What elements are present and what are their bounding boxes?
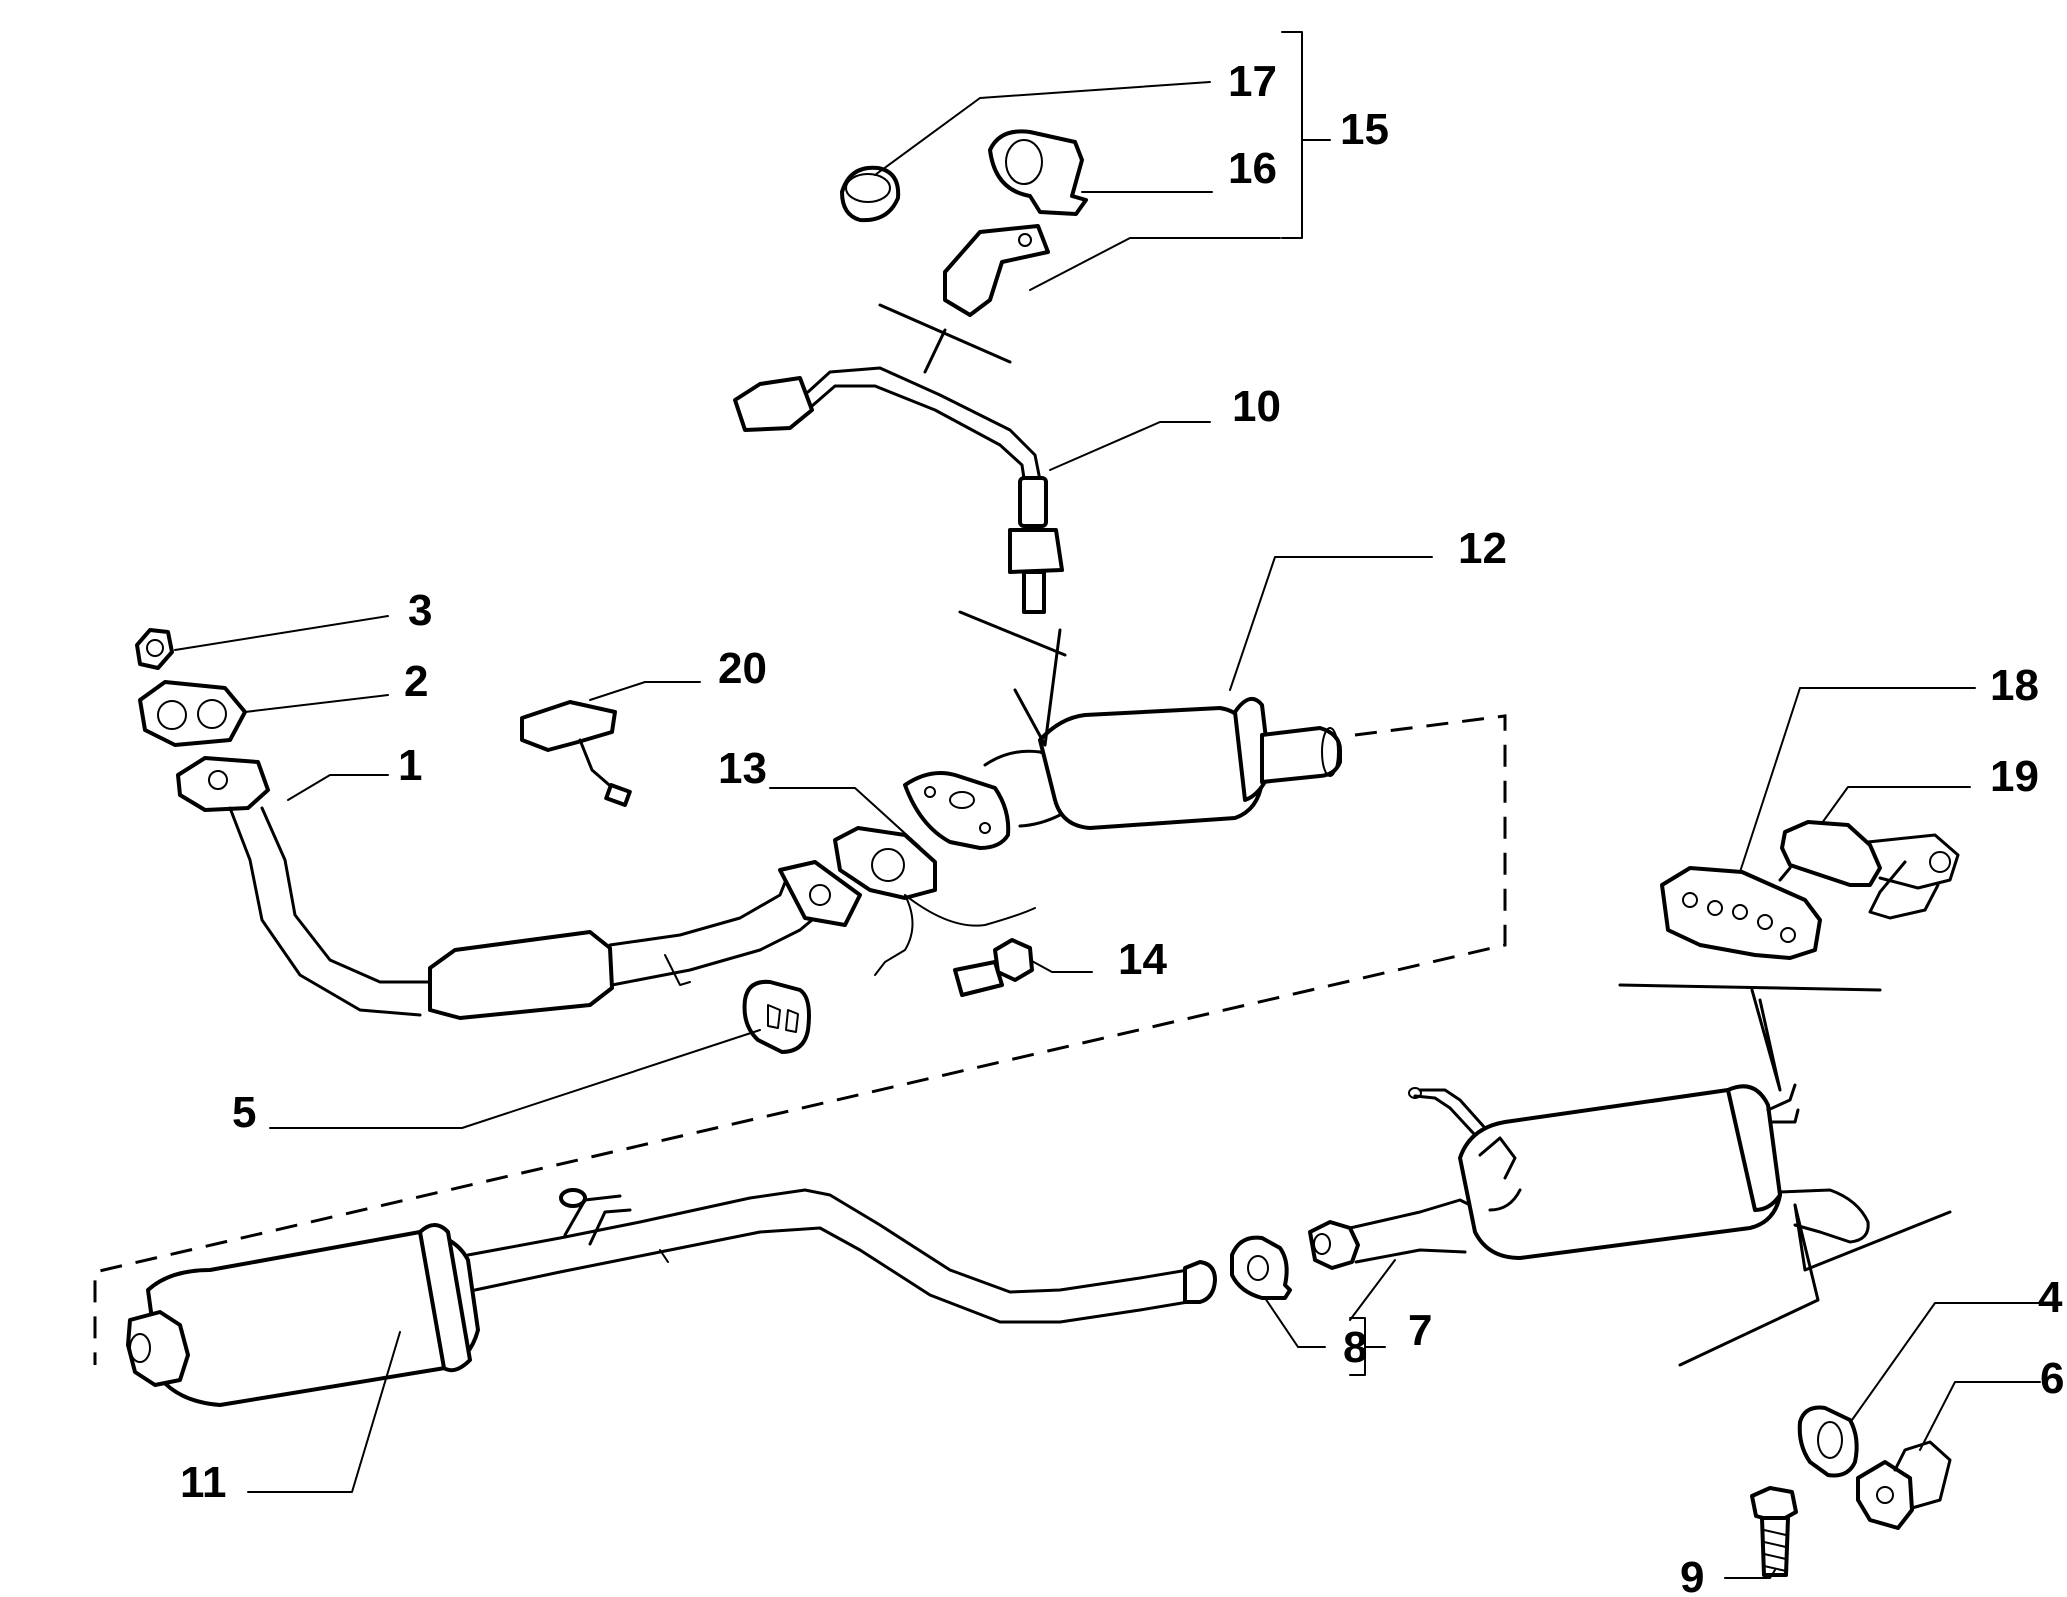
label-part-2: 2 [404, 657, 428, 706]
label-part-10: 10 [1232, 382, 1281, 431]
leader-lines [174, 31, 2041, 1579]
part-13-gasket [833, 826, 1036, 976]
label-part-14: 14 [1118, 935, 1167, 984]
label-part-12: 12 [1458, 524, 1507, 573]
part-1-front-pipe [176, 756, 862, 1020]
part-20-bracket [520, 700, 632, 807]
label-part-5: 5 [232, 1088, 256, 1137]
label-part-9: 9 [1680, 1553, 1704, 1597]
assembly-dashed-outline [93, 714, 1507, 1365]
label-part-6: 6 [2040, 1354, 2064, 1403]
part-15-bracket [943, 224, 1050, 317]
part-2-gasket [138, 680, 247, 747]
label-part-16: 16 [1228, 144, 1277, 193]
part-10-oxygen-sensor [733, 303, 1064, 614]
part-14-bolt [953, 938, 1034, 997]
part-8-clamp [1230, 1235, 1292, 1300]
part-number-labels: 17 16 15 10 3 2 1 20 12 13 14 5 18 19 11… [180, 57, 2064, 1597]
label-part-17: 17 [1228, 57, 1277, 106]
label-part-19: 19 [1990, 752, 2039, 801]
part-18-bracket-plate [1660, 866, 1822, 960]
label-part-11: 11 [180, 1458, 227, 1507]
part-5-rubber-mount [742, 979, 811, 1054]
label-part-18: 18 [1990, 661, 2039, 710]
part-7-rear-silencer [1308, 983, 1952, 1367]
label-part-4: 4 [2038, 1273, 2063, 1322]
label-part-1: 1 [398, 741, 422, 790]
part-3-nut [135, 628, 174, 670]
label-part-20: 20 [718, 644, 767, 693]
label-part-8: 8 [1343, 1323, 1367, 1372]
label-part-15: 15 [1340, 105, 1389, 154]
label-part-13: 13 [718, 744, 767, 793]
label-part-3: 3 [408, 586, 432, 635]
part-16-clamp [988, 129, 1088, 216]
part-11-center-pipe-silencer [126, 1188, 1217, 1407]
label-part-7: 7 [1408, 1306, 1432, 1355]
part-4-rubber-mount [1797, 1405, 1859, 1478]
part-6-hanger [1856, 1440, 1952, 1530]
part-9-bolt [1750, 1486, 1798, 1577]
part-12-catalytic-converter [903, 610, 1342, 850]
part-19-hanger-bracket [1778, 820, 1960, 920]
part-17-plug [840, 165, 901, 223]
